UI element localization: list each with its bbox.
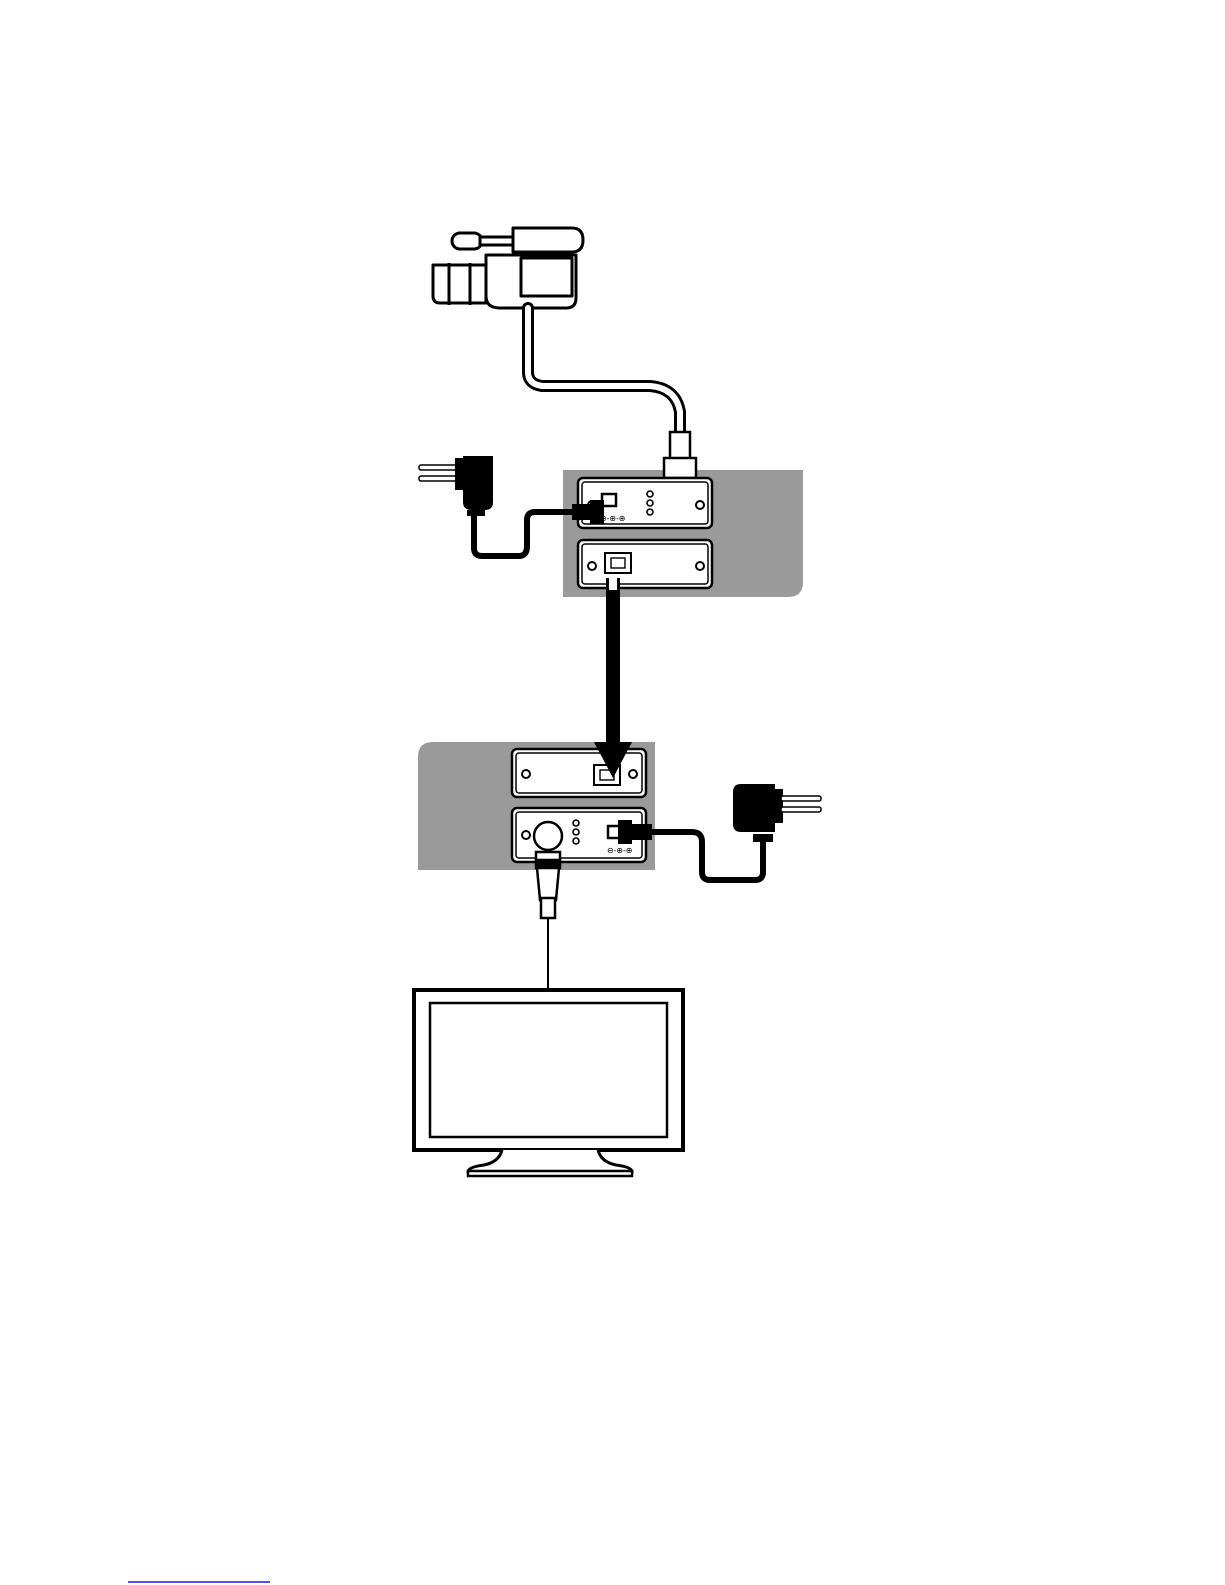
video-camera-icon [433, 228, 583, 308]
bnc-connector-icon [534, 822, 562, 918]
svg-text:⊖-⊕-⊕: ⊖-⊕-⊕ [607, 846, 632, 855]
monitor-icon [414, 990, 683, 1176]
camera-coax-cable [528, 308, 680, 440]
power-adapter-icon [419, 456, 493, 516]
receiver-fiber-unit-icon [512, 749, 646, 797]
power-adapter-icon [733, 784, 821, 842]
transmitter-fiber-unit-icon [578, 540, 712, 588]
